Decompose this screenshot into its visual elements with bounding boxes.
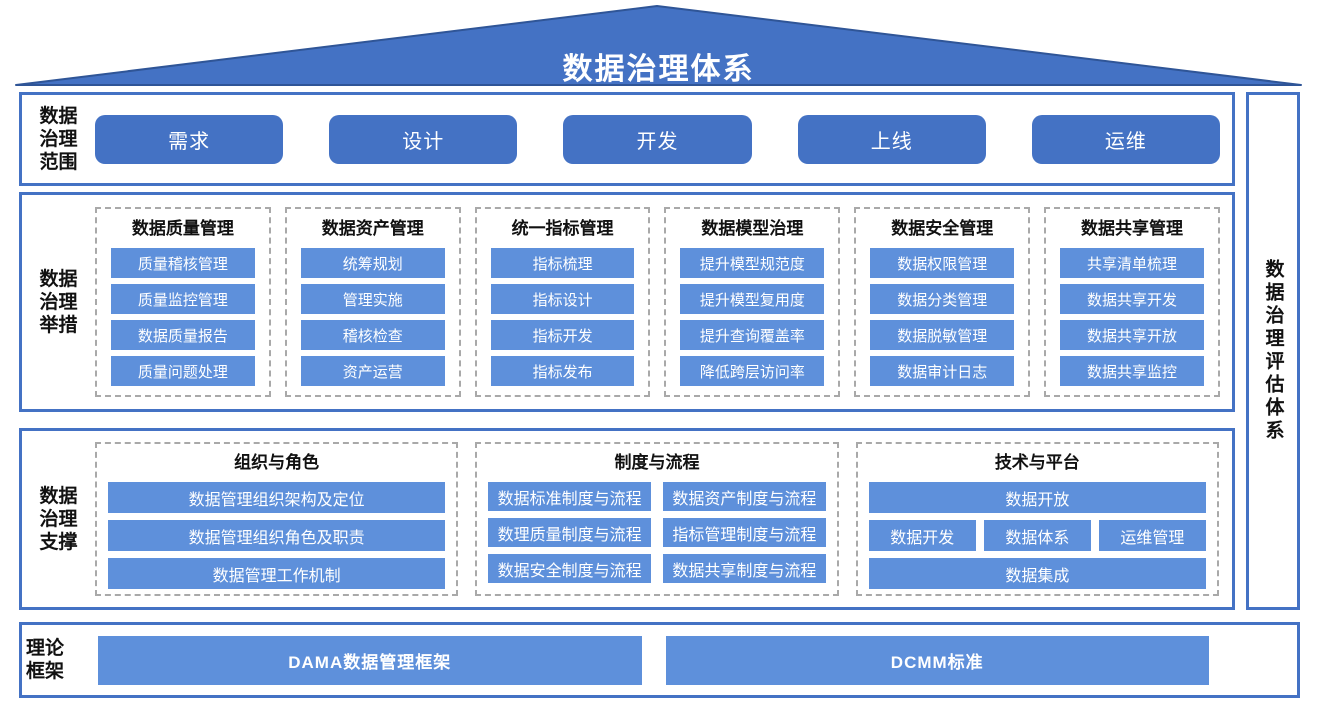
section-theory-framework: 理论框架 DAMA数据管理框架 DCMM标准 <box>19 622 1300 698</box>
measure-node: 数据共享监控 <box>1060 356 1204 386</box>
group-body: 数据开放 数据开发 数据体系 运维管理 数据集成 <box>868 482 1206 589</box>
measures-columns: 数据质量管理 质量稽核管理 质量监控管理 数据质量报告 质量问题处理 数据资产管… <box>95 195 1232 409</box>
measure-node: 指标发布 <box>490 356 635 386</box>
theory-section-label-text: 理论框架 <box>25 638 64 682</box>
column-items: 共享清单梳理 数据共享开发 数据共享开放 数据共享监控 <box>1060 248 1204 386</box>
column-items: 数据权限管理 数据分类管理 数据脱敏管理 数据审计日志 <box>870 248 1015 386</box>
scope-node-development: 开发 <box>563 114 752 164</box>
measures-column-unified-metrics: 统一指标管理 指标梳理 指标设计 指标开发 指标发布 <box>474 207 651 397</box>
measure-node: 统筹规划 <box>300 248 445 278</box>
support-node: 数据开放 <box>868 482 1206 513</box>
column-header: 数据共享管理 <box>1081 219 1184 238</box>
scope-node-operations: 运维 <box>1031 114 1221 164</box>
group-header: 组织与角色 <box>234 453 320 472</box>
support-node: 数据管理工作机制 <box>108 558 446 589</box>
column-header: 数据资产管理 <box>321 219 424 238</box>
support-section-label: 数据治理支撑 <box>22 431 95 607</box>
group-body: 数据标准制度与流程 数据资产制度与流程 数理质量制度与流程 指标管理制度与流程 … <box>488 482 826 583</box>
measures-section-label-text: 数据治理举措 <box>39 268 78 336</box>
measure-node: 提升查询覆盖率 <box>680 320 825 350</box>
support-node: 运维管理 <box>1098 520 1206 551</box>
support-groups: 组织与角色 数据管理组织架构及定位 数据管理组织角色及职责 数据管理工作机制 制… <box>95 431 1232 607</box>
measures-column-data-assets: 数据资产管理 统筹规划 管理实施 稽核检查 资产运营 <box>284 207 461 397</box>
roof-shape <box>15 5 1302 86</box>
tech-middle-row: 数据开发 数据体系 运维管理 <box>868 520 1206 551</box>
measure-node: 提升模型复用度 <box>680 284 825 314</box>
measure-node: 指标梳理 <box>490 248 635 278</box>
measure-node: 数据脱敏管理 <box>870 320 1015 350</box>
measure-node: 指标设计 <box>490 284 635 314</box>
scope-section-label: 数据治理范围 <box>22 95 95 183</box>
scope-section-label-text: 数据治理范围 <box>39 105 78 173</box>
column-header: 数据模型治理 <box>701 219 804 238</box>
scope-node-launch: 上线 <box>797 114 986 164</box>
scope-node-requirements: 需求 <box>95 114 284 164</box>
measure-node: 降低跨层访问率 <box>680 356 825 386</box>
diagram-title: 数据治理体系 <box>562 53 755 86</box>
measure-node: 质量问题处理 <box>111 356 255 386</box>
measure-node: 数据质量报告 <box>111 320 255 350</box>
column-header: 统一指标管理 <box>511 219 614 238</box>
support-node: 数据集成 <box>868 558 1206 589</box>
measure-node: 提升模型规范度 <box>680 248 825 278</box>
support-node: 数理质量制度与流程 <box>488 518 651 547</box>
measure-node: 指标开发 <box>490 320 635 350</box>
support-group-policies-processes: 制度与流程 数据标准制度与流程 数据资产制度与流程 数理质量制度与流程 指标管理… <box>475 442 839 596</box>
measure-node: 质量稽核管理 <box>111 248 255 278</box>
group-body: 数据管理组织架构及定位 数据管理组织角色及职责 数据管理工作机制 <box>108 482 446 589</box>
measure-node: 质量监控管理 <box>111 284 255 314</box>
support-node: 数据安全制度与流程 <box>488 554 651 583</box>
support-node: 数据开发 <box>868 520 976 551</box>
theory-node-dcmm: DCMM标准 <box>665 635 1209 685</box>
scope-node-row: 需求 设计 开发 上线 运维 <box>95 95 1232 183</box>
scope-node-design: 设计 <box>329 114 518 164</box>
measure-node: 数据共享开发 <box>1060 284 1204 314</box>
support-group-technology-platform: 技术与平台 数据开放 数据开发 数据体系 运维管理 数据集成 <box>855 442 1219 596</box>
support-node: 数据资产制度与流程 <box>662 482 826 511</box>
theory-section-label: 理论框架 <box>22 625 68 695</box>
measure-node: 共享清单梳理 <box>1060 248 1204 278</box>
support-node: 数据共享制度与流程 <box>662 554 826 583</box>
measure-node: 稽核检查 <box>300 320 445 350</box>
column-items: 指标梳理 指标设计 指标开发 指标发布 <box>490 248 635 386</box>
support-node: 数据管理组织角色及职责 <box>108 520 446 551</box>
measures-section-label: 数据治理举措 <box>22 195 95 409</box>
support-section-label-text: 数据治理支撑 <box>39 485 78 553</box>
column-items: 统筹规划 管理实施 稽核检查 资产运营 <box>300 248 445 386</box>
column-items: 提升模型规范度 提升模型复用度 提升查询覆盖率 降低跨层访问率 <box>680 248 825 386</box>
evaluation-label: 数据治理评估体系 <box>1262 259 1284 443</box>
measures-column-data-security: 数据安全管理 数据权限管理 数据分类管理 数据脱敏管理 数据审计日志 <box>854 207 1031 397</box>
support-group-organization-roles: 组织与角色 数据管理组织架构及定位 数据管理组织角色及职责 数据管理工作机制 <box>95 442 459 596</box>
group-header: 技术与平台 <box>994 453 1080 472</box>
measure-node: 资产运营 <box>300 356 445 386</box>
measure-node: 管理实施 <box>300 284 445 314</box>
theory-node-dama: DAMA数据管理框架 <box>98 635 642 685</box>
measures-column-data-quality: 数据质量管理 质量稽核管理 质量监控管理 数据质量报告 质量问题处理 <box>95 207 271 397</box>
measure-node: 数据权限管理 <box>870 248 1015 278</box>
support-node: 数据标准制度与流程 <box>488 482 651 511</box>
measures-column-data-sharing: 数据共享管理 共享清单梳理 数据共享开发 数据共享开放 数据共享监控 <box>1044 207 1220 397</box>
section-governance-support: 数据治理支撑 组织与角色 数据管理组织架构及定位 数据管理组织角色及职责 数据管… <box>19 428 1235 610</box>
support-node: 指标管理制度与流程 <box>662 518 826 547</box>
measure-node: 数据审计日志 <box>870 356 1015 386</box>
group-header: 制度与流程 <box>614 453 700 472</box>
support-node: 数据管理组织架构及定位 <box>108 482 446 513</box>
column-header: 数据质量管理 <box>131 219 234 238</box>
measures-column-data-model: 数据模型治理 提升模型规范度 提升模型复用度 提升查询覆盖率 降低跨层访问率 <box>664 207 841 397</box>
section-evaluation-system: 数据治理评估体系 <box>1246 92 1300 610</box>
section-governance-measures: 数据治理举措 数据质量管理 质量稽核管理 质量监控管理 数据质量报告 质量问题处… <box>19 192 1235 412</box>
measure-node: 数据分类管理 <box>870 284 1015 314</box>
column-header: 数据安全管理 <box>891 219 994 238</box>
column-items: 质量稽核管理 质量监控管理 数据质量报告 质量问题处理 <box>111 248 255 386</box>
theory-node-row: DAMA数据管理框架 DCMM标准 <box>68 625 1297 695</box>
support-node: 数据体系 <box>983 520 1091 551</box>
measure-node: 数据共享开放 <box>1060 320 1204 350</box>
section-governance-scope: 数据治理范围 需求 设计 开发 上线 运维 <box>19 92 1235 186</box>
